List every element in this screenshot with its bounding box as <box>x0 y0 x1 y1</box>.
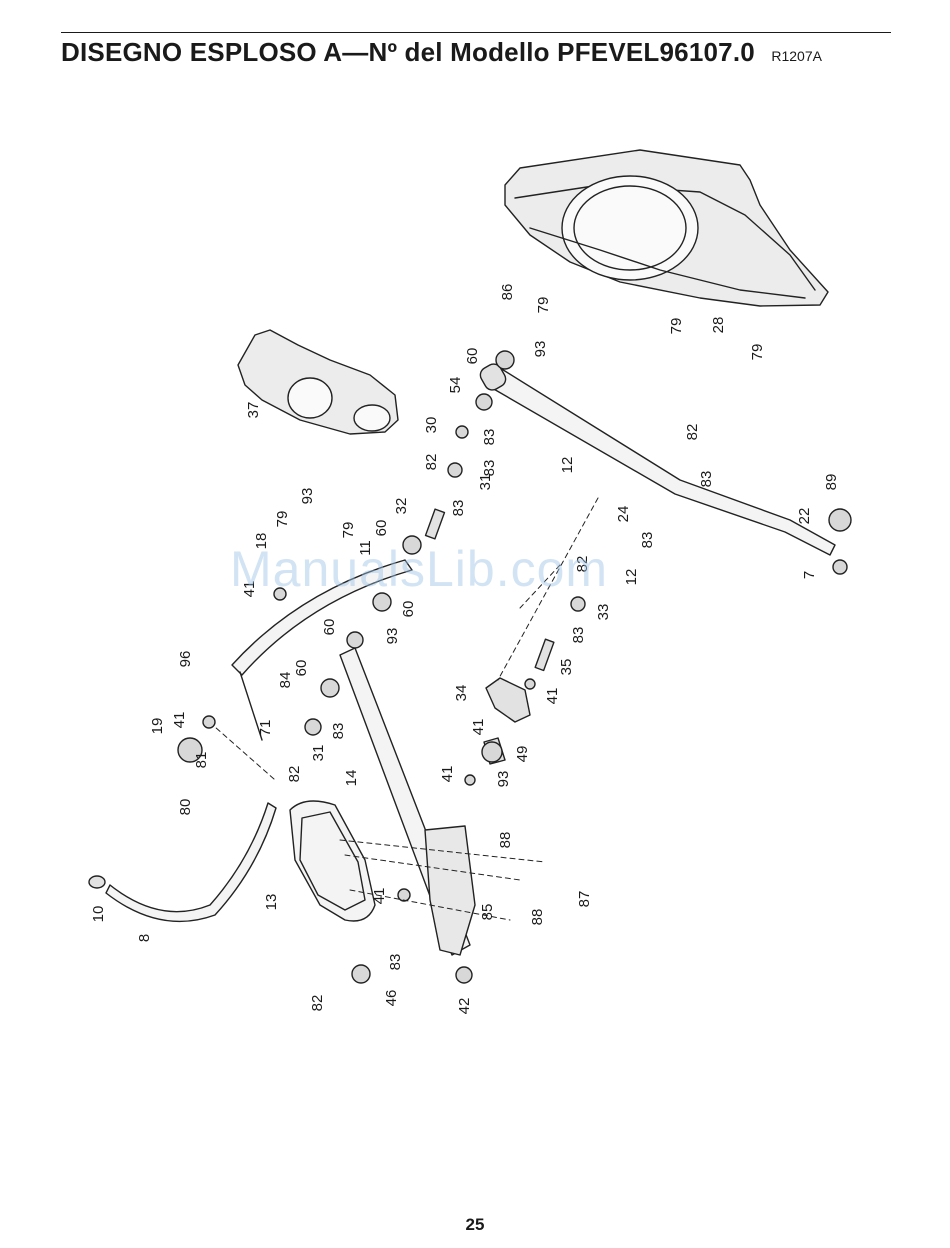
part-label: 37 <box>245 402 262 419</box>
part-label: 22 <box>796 508 813 525</box>
part-label: 71 <box>257 720 274 737</box>
part-label: 93 <box>532 341 549 358</box>
part-label: 81 <box>193 752 210 769</box>
part-label: 31 <box>477 474 494 491</box>
part-label: 82 <box>286 766 303 783</box>
part-label: 87 <box>576 891 593 908</box>
part-label: 41 <box>470 719 487 736</box>
part-label: 19 <box>149 718 166 735</box>
part-label: 41 <box>544 688 561 705</box>
part-label: 24 <box>615 506 632 523</box>
part-label: 14 <box>343 770 360 787</box>
part-label: 83 <box>330 723 347 740</box>
part-label: 82 <box>423 454 440 471</box>
part-label: 8 <box>136 934 153 942</box>
part-label: 84 <box>277 672 294 689</box>
part-side-shield <box>505 150 828 306</box>
part-label: 35 <box>558 659 575 676</box>
part-label: 83 <box>450 500 467 517</box>
part-label: 93 <box>299 488 316 505</box>
part-label: 79 <box>668 318 685 335</box>
part-upper-arm <box>477 361 835 555</box>
part-label: 79 <box>274 511 291 528</box>
watermark-text: ManualsLib.com <box>230 540 608 598</box>
part-label: 88 <box>529 909 546 926</box>
part-label: 86 <box>499 284 516 301</box>
part-handle-tube <box>89 803 276 921</box>
part-label: 83 <box>387 954 404 971</box>
part-label: 12 <box>623 569 640 586</box>
part-pedal <box>290 801 375 921</box>
part-label: 85 <box>479 904 496 921</box>
part-label: 60 <box>464 348 481 365</box>
part-label: 93 <box>384 628 401 645</box>
part-label: 34 <box>453 685 470 702</box>
part-label: 82 <box>309 995 326 1012</box>
part-label: 82 <box>684 424 701 441</box>
part-label: 46 <box>383 990 400 1007</box>
part-label: 54 <box>447 377 464 394</box>
part-label: 41 <box>439 766 456 783</box>
part-label: 7 <box>801 571 818 579</box>
part-label: 33 <box>595 604 612 621</box>
part-label: 60 <box>293 660 310 677</box>
part-label: 30 <box>423 417 440 434</box>
part-label: 31 <box>310 745 327 762</box>
part-label: 88 <box>497 832 514 849</box>
part-front-shroud <box>238 330 398 434</box>
part-label: 83 <box>639 532 656 549</box>
part-label: 83 <box>570 627 587 644</box>
part-label: 83 <box>698 471 715 488</box>
part-label: 83 <box>481 429 498 446</box>
part-label: 42 <box>456 998 473 1015</box>
part-label: 60 <box>400 601 417 618</box>
part-label: 79 <box>340 522 357 539</box>
part-label: 60 <box>321 619 338 636</box>
part-label: 28 <box>710 317 727 334</box>
part-label: 41 <box>171 712 188 729</box>
part-label: 49 <box>514 746 531 763</box>
part-label: 60 <box>373 520 390 537</box>
page-number: 25 <box>0 1215 950 1235</box>
part-label: 10 <box>90 906 107 923</box>
part-label: 79 <box>749 344 766 361</box>
part-label: 89 <box>823 474 840 491</box>
part-label: 79 <box>535 297 552 314</box>
part-hardware <box>178 351 851 983</box>
part-label: 96 <box>177 651 194 668</box>
part-label: 41 <box>371 888 388 905</box>
part-label: 93 <box>495 771 512 788</box>
part-label: 32 <box>393 498 410 515</box>
part-label: 13 <box>263 894 280 911</box>
part-label: 80 <box>177 799 194 816</box>
part-label: 12 <box>559 457 576 474</box>
